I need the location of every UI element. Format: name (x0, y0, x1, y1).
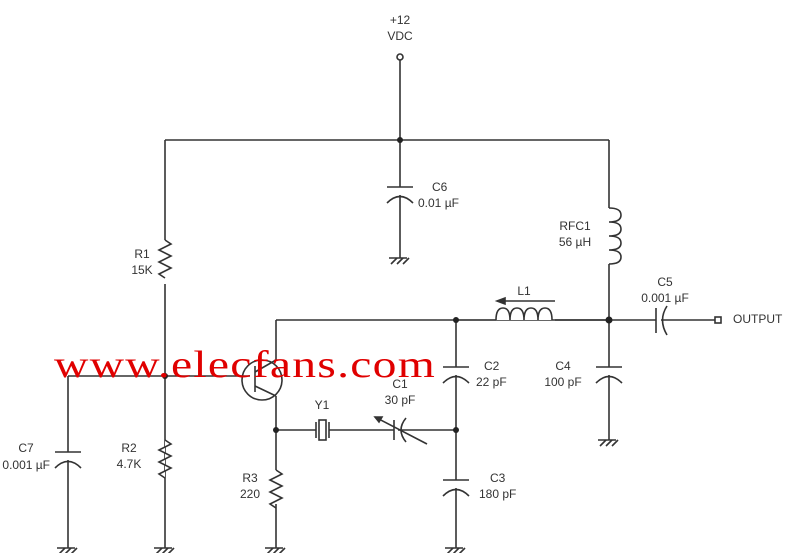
ground-symbols (56, 257, 619, 553)
r1-ref: R1 (134, 247, 150, 261)
c6-ref: C6 (432, 180, 448, 194)
supply-unit: VDC (387, 29, 413, 43)
c7-ref: C7 (18, 441, 34, 455)
l1-ref: L1 (517, 284, 531, 298)
c1-value: 30 pF (385, 393, 416, 407)
c3-value: 180 pF (479, 487, 516, 501)
supply-voltage: +12 (390, 13, 411, 27)
watermark: www.elecfans.com (54, 344, 436, 386)
wires (54, 60, 715, 548)
c5-ref: C5 (657, 275, 673, 289)
r3-value: 220 (240, 487, 260, 501)
junction-dots (162, 137, 613, 433)
supply-terminal (396, 53, 404, 61)
c2-value: 22 pF (476, 375, 507, 389)
r2-value: 4.7K (117, 457, 142, 471)
output-label: OUTPUT (733, 312, 783, 326)
c4-ref: C4 (555, 359, 571, 373)
c6-value: 0.01 µF (418, 196, 459, 210)
c3-ref: C3 (490, 471, 506, 485)
c5-value: 0.001 µF (641, 291, 689, 305)
output-terminal (714, 316, 722, 324)
r3-ref: R3 (242, 471, 258, 485)
rfc1-ref: RFC1 (559, 219, 591, 233)
c2-ref: C2 (484, 359, 500, 373)
c4-value: 100 pF (544, 375, 581, 389)
rfc1-value: 56 µH (559, 235, 591, 249)
c7-value: 0.001 µF (2, 458, 50, 472)
y1-ref: Y1 (315, 398, 330, 412)
r1-value: 15K (131, 263, 152, 277)
c1-ref: C1 (392, 377, 408, 391)
r2-ref: R2 (121, 441, 137, 455)
